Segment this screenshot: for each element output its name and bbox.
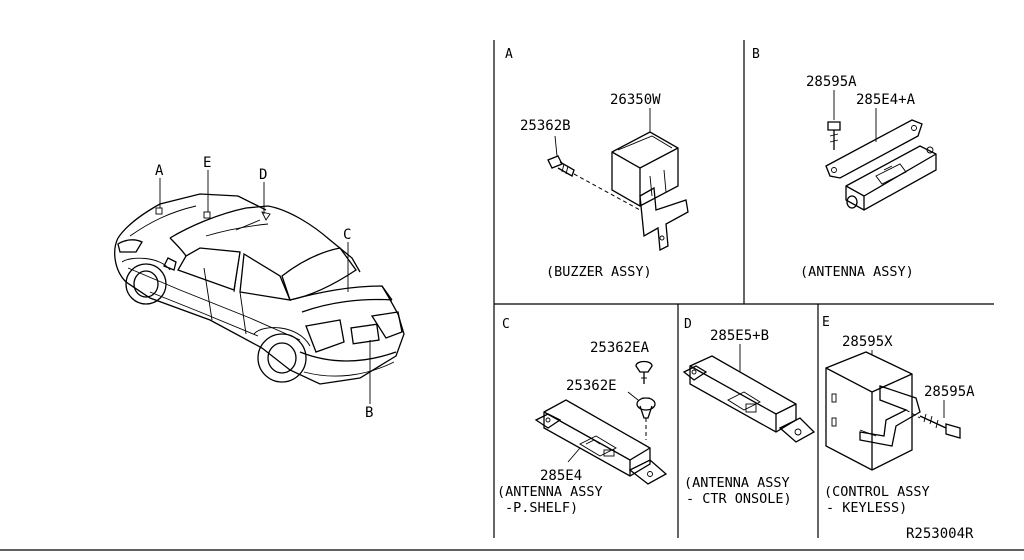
section-c-caption-1: (ANTENNA ASSY — [497, 484, 603, 500]
part-285e5-b: 285E5+B — [710, 328, 769, 344]
reference-code: R253004R — [906, 526, 974, 542]
section-c-antenna-shelf: C 25362EA 25362E 285E4 (ANTENNA ASSY -P.… — [497, 317, 668, 516]
section-d-caption-1: (ANTENNA ASSY — [684, 475, 790, 491]
section-b-letter: B — [752, 47, 760, 62]
car-callout-a: A — [155, 163, 164, 179]
car-callout-b: B — [365, 405, 373, 421]
section-c-letter: C — [502, 317, 510, 332]
part-28595a-b: 28595A — [806, 74, 857, 90]
section-a-letter: A — [505, 47, 513, 62]
section-e-caption-2: - KEYLESS) — [826, 500, 907, 516]
section-a-buzzer: A 26350W 25362B (BUZZER ASSY) — [505, 47, 689, 280]
section-b-antenna: B 28595A 285E4+A (ANTENNA ASSY) — [752, 47, 937, 280]
part-25362e: 25362E — [566, 378, 617, 394]
car-callout-e: E — [203, 155, 211, 171]
car-callout-d: D — [259, 167, 267, 183]
part-285e4: 285E4 — [540, 468, 582, 484]
part-25362ea: 25362EA — [590, 340, 650, 356]
part-28595a-e: 28595A — [924, 384, 975, 400]
car-callout-lines — [159, 170, 371, 404]
section-b-caption: (ANTENNA ASSY) — [800, 264, 914, 280]
section-e-caption-1: (CONTROL ASSY — [824, 484, 930, 500]
section-d-antenna-console: D 285E5+B (ANTENNA ASSY - CTR ONSOLE) — [682, 317, 816, 507]
section-e-letter: E — [822, 315, 830, 330]
part-25362b: 25362B — [520, 118, 571, 134]
section-c-caption-2: -P.SHELF) — [505, 500, 578, 516]
car-callout-c: C — [343, 227, 351, 243]
section-d-letter: D — [684, 317, 692, 332]
panel-frames — [0, 40, 1024, 551]
section-a-caption: (BUZZER ASSY) — [546, 264, 652, 280]
part-26350w: 26350W — [610, 92, 661, 108]
car-illustration — [114, 193, 405, 385]
part-285e4-a: 285E4+A — [856, 92, 916, 108]
section-d-caption-2: - CTR ONSOLE) — [686, 491, 792, 507]
part-28595x: 28595X — [842, 334, 893, 350]
section-e-control-keyless: E 28595X 28595A (CONTROL ASSY - KEYLESS) — [822, 315, 975, 516]
